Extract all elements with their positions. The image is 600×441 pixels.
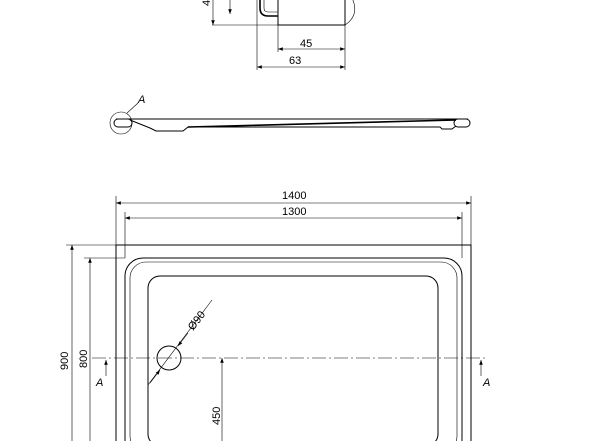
plan-view: 1400 1300 900 800 Ø90 450 A A (59, 190, 490, 441)
dim-1400: 1400 (282, 190, 306, 202)
dim-63: 63 (289, 55, 301, 67)
dim-45: 45 (300, 38, 312, 50)
section-a-right: A (482, 377, 490, 389)
section-a-left: A (95, 377, 103, 389)
dim-1300: 1300 (282, 206, 306, 218)
detail-label-a: A (137, 94, 145, 106)
dim-800: 800 (78, 350, 90, 368)
drain-diameter: Ø90 (186, 309, 208, 333)
detail-a: 4 45 63 (201, 0, 356, 70)
side-view: A (109, 94, 471, 135)
dim-450: 450 (211, 407, 223, 425)
dim-900: 900 (59, 352, 71, 370)
dim-height: 4 (201, 0, 213, 6)
